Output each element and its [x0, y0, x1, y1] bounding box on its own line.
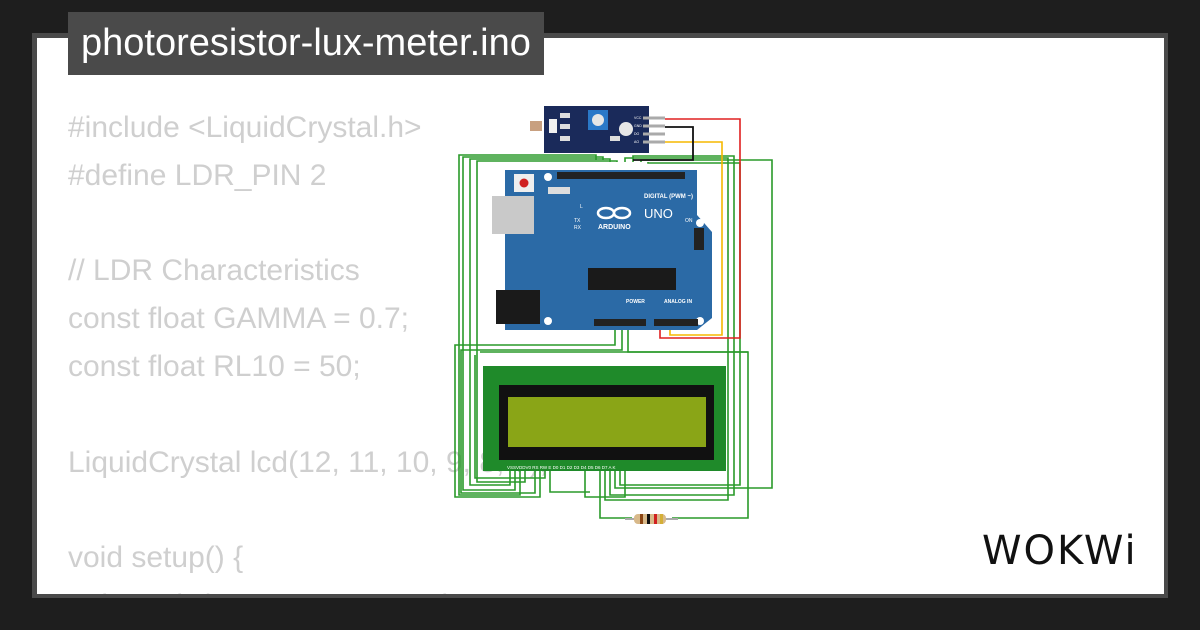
project-title: photoresistor-lux-meter.ino	[68, 12, 544, 75]
code-line: // LDR Characteristics	[68, 254, 360, 288]
ldr-pin-label: GND	[634, 124, 642, 128]
ldr-pin-label: DO	[634, 132, 640, 136]
ldr-pin-label: AO	[634, 140, 639, 144]
power-label: POWER	[626, 299, 645, 305]
code-line: const float GAMMA = 0.7;	[68, 302, 409, 336]
on-label: ON	[685, 218, 693, 224]
code-preview: #include <LiquidCrystal.h> #define LDR_PI…	[68, 104, 1164, 594]
lcd-pin-labels: VSSVDDV0 RS RW E D0 D1 D2 D3 D4 D5 D6 D7…	[507, 465, 615, 470]
code-line: void setup() {	[68, 541, 244, 575]
wokwi-logo: WOKWi	[982, 530, 1138, 574]
ldr-module: VCC GND DO AO	[530, 106, 665, 153]
ldr-pin-label: VCC	[634, 116, 642, 120]
code-line: #include <LiquidCrystal.h>	[68, 111, 422, 144]
logo-text: WOKWi	[982, 530, 1138, 574]
l-label: L	[580, 204, 583, 210]
resistor	[625, 514, 678, 524]
lcd-display: VSSVDDV0 RS RW E D0 D1 D2 D3 D4 D5 D6 D7…	[483, 366, 726, 471]
code-line: pinMode(LDR_PIN, INPUT);	[68, 582, 1164, 594]
digital-label: DIGITAL (PWM ~)	[644, 194, 693, 200]
board-brand: ARDUINO	[598, 224, 631, 231]
code-line: const float RL10 = 50;	[68, 349, 361, 383]
board-model: UNO	[644, 206, 673, 221]
tx-label: TX	[574, 218, 581, 224]
rx-label: RX	[574, 225, 582, 231]
code-line: #define LDR_PIN 2	[68, 158, 327, 192]
analog-label: ANALOG IN	[664, 299, 692, 305]
arduino-uno-board: DIGITAL (PWM ~) UNO ARDUINO ON TX RX L P…	[492, 170, 712, 330]
